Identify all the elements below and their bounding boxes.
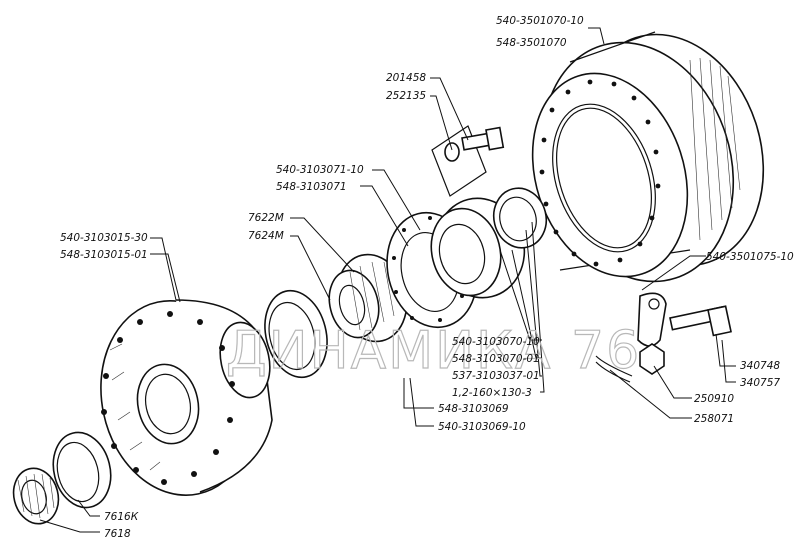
label-drum-1: 540-3501070-10 (496, 15, 584, 27)
watermark: ДИНАМИКА 76 (226, 321, 641, 381)
label-bolt: 252135 (386, 90, 426, 102)
leader-lines (39, 27, 736, 533)
label-cover-2: 540-3103069-10 (438, 421, 526, 433)
part-labels: 540-3501070-10 548-3501070 201458 252135… (60, 15, 794, 540)
label-lock-plate: 250910 (694, 393, 734, 405)
label-small-bearing-2: 7618 (104, 528, 131, 540)
label-small-bearing-1: 7616К (104, 511, 139, 523)
label-washer: 340757 (740, 377, 780, 389)
label-drum-2: 548-3501070 (496, 37, 567, 49)
label-cotter: 258071 (694, 413, 734, 425)
bolt-and-washer (431, 125, 505, 197)
label-seal-3: 537-3103037-01 (452, 370, 540, 382)
wheel-bolt-set (595, 292, 732, 383)
label-seal-1: 540-3103070-10 (452, 336, 540, 348)
wheel-hub (100, 299, 273, 496)
label-seal-2: 548-3103070-01 (452, 353, 540, 365)
large-bearing (264, 253, 408, 379)
label-ring: 1,2-160×130-3 (452, 387, 532, 399)
label-bearing-2: 7624М (248, 230, 284, 242)
label-bolt-washer: 201458 (386, 72, 426, 84)
small-bearing (12, 431, 112, 525)
label-bearing-1: 7622М (248, 212, 284, 224)
brake-drum (531, 31, 765, 283)
label-wheel-bolt: 540-3501075-10 (706, 251, 794, 263)
label-hub-1: 540-3103015-30 (60, 232, 148, 244)
label-flange-2: 548-3103071 (276, 181, 347, 193)
label-cover-1: 548-3103069 (438, 403, 509, 415)
label-nut: 340748 (740, 360, 780, 372)
label-hub-2: 548-3103015-01 (60, 249, 148, 261)
label-flange-1: 540-3103071-10 (276, 164, 364, 176)
